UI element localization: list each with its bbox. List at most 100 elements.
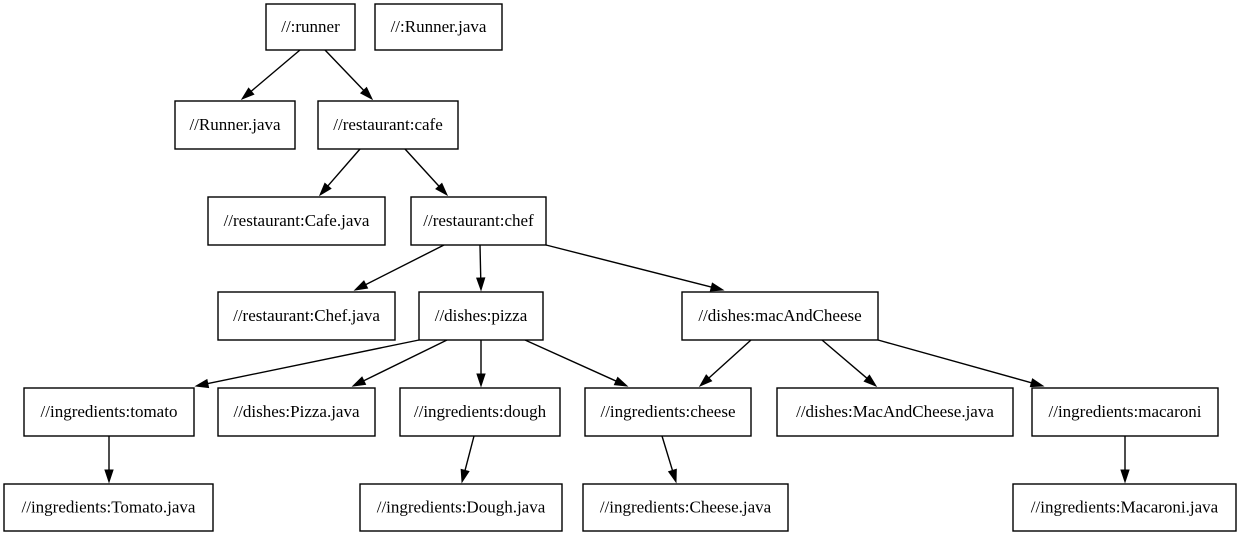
edge-line [877,339,1032,384]
edge-restaurant_chef-to-chef_java [353,244,445,291]
edge-line [404,148,440,187]
arrowhead-icon [667,468,677,484]
edge-restaurant_chef-to-dishes_mac [545,244,725,292]
graph-node-ing_tomato[interactable]: //ingredients:tomato [23,387,195,437]
node-box[interactable] [317,100,459,150]
graph-node-cafe_java[interactable]: //restaurant:Cafe.java [207,196,386,246]
graph-node-runner_java_root[interactable]: //:Runner.java [374,3,503,51]
node-label: //dishes:macAndCheese [698,306,861,325]
arrowhead-icon [460,468,470,484]
edge-ing_dough-to-dough_java [460,435,475,484]
arrowhead-icon [709,282,725,292]
node-box[interactable] [582,483,789,532]
arrowhead-icon [476,373,486,388]
graph-node-runner_java[interactable]: //Runner.java [174,100,296,150]
edge-ing_tomato-to-tomato_java [104,436,114,484]
edge-restaurant_cafe-to-cafe_java [318,148,361,197]
graph-node-ing_dough[interactable]: //ingredients:dough [399,387,561,437]
edge-dishes_pizza-to-pizza_java [351,339,448,387]
edge-dishes_mac-to-ing_macaroni [877,339,1045,388]
graph-node-pizza_java[interactable]: //dishes:Pizza.java [217,387,376,437]
graph-node-restaurant_chef[interactable]: //restaurant:chef [410,196,547,246]
graph-node-restaurant_cafe[interactable]: //restaurant:cafe [317,100,459,150]
node-box[interactable] [217,387,376,437]
graph-node-dishes_mac[interactable]: //dishes:macAndCheese [681,291,879,341]
arrowhead-icon [359,86,374,101]
node-label: //Runner.java [189,115,281,134]
node-box[interactable] [1012,483,1237,532]
arrowhead-icon [435,182,449,197]
graph-node-runner[interactable]: //:runner [265,3,356,51]
edge-line [464,435,475,471]
edge-line [708,339,752,379]
node-box[interactable] [217,291,396,341]
arrowhead-icon [1029,378,1045,388]
graph-node-tomato_java[interactable]: //ingredients:Tomato.java [3,483,214,532]
edge-line [545,244,712,288]
arrowhead-icon [240,87,255,101]
edge-line [207,339,420,385]
edge-line [324,49,365,91]
node-box[interactable] [23,387,195,437]
node-box[interactable] [584,387,752,437]
node-box[interactable] [681,291,879,341]
node-box[interactable] [776,387,1014,437]
graph-node-chef_java[interactable]: //restaurant:Chef.java [217,291,396,341]
graph-node-macaroni_java[interactable]: //ingredients:Macaroni.java [1012,483,1237,532]
node-box[interactable] [418,291,544,341]
arrowhead-icon [194,378,210,389]
edge-line [250,49,301,92]
arrowhead-icon [351,376,367,387]
arrowhead-icon [613,376,629,387]
nodes-layer: //:runner //:Runner.java //Runner.java //re… [3,3,1237,532]
edge-ing_cheese-to-cheese_java [661,435,677,484]
graph-node-ing_macaroni[interactable]: //ingredients:macaroni [1031,387,1219,437]
edge-line [524,339,617,382]
node-box[interactable] [399,387,561,437]
node-label: //:runner [281,17,340,36]
node-box[interactable] [374,3,503,51]
node-label: //dishes:Pizza.java [233,402,360,421]
graph-node-mac_java[interactable]: //dishes:MacAndCheese.java [776,387,1014,437]
edge-line [479,244,482,279]
arrowhead-icon [863,374,878,388]
graph-node-ing_cheese[interactable]: //ingredients:cheese [584,387,752,437]
node-label: //ingredients:macaroni [1049,402,1202,421]
node-label: //ingredients:Tomato.java [22,497,196,516]
graph-node-cheese_java[interactable]: //ingredients:Cheese.java [582,483,789,532]
edge-dishes_pizza-to-ing_cheese [524,339,629,387]
edge-restaurant_cafe-to-restaurant_chef [404,148,449,197]
node-box[interactable] [1031,387,1219,437]
node-label: //restaurant:Cafe.java [224,211,370,230]
node-label: //ingredients:tomato [41,402,178,421]
node-box[interactable] [359,483,563,532]
node-label: //restaurant:Chef.java [233,306,380,325]
node-label: //dishes:MacAndCheese.java [796,402,994,421]
node-label: //ingredients:cheese [600,402,735,421]
edge-line [821,339,868,379]
node-label: //restaurant:chef [423,211,534,230]
node-box[interactable] [3,483,214,532]
edge-line [327,148,361,187]
arrowhead-icon [476,277,486,292]
edge-line [661,435,674,471]
node-box[interactable] [410,196,547,246]
node-label: //ingredients:Macaroni.java [1031,497,1219,516]
edge-line [365,244,445,286]
graph-node-dough_java[interactable]: //ingredients:Dough.java [359,483,563,532]
edge-dishes_pizza-to-ing_tomato [194,339,420,389]
graph-node-dishes_pizza[interactable]: //dishes:pizza [418,291,544,341]
node-label: //ingredients:Dough.java [377,497,546,516]
node-box[interactable] [174,100,296,150]
edge-runner-to-restaurant_cafe [324,49,374,101]
edges-layer [104,49,1130,484]
edge-ing_macaroni-to-macaroni_java [1120,436,1130,484]
node-label: //:Runner.java [391,17,487,36]
edge-dishes_mac-to-ing_cheese [698,339,752,388]
arrowhead-icon [698,374,713,388]
node-box[interactable] [207,196,386,246]
arrowhead-icon [353,280,369,291]
node-box[interactable] [265,3,356,51]
